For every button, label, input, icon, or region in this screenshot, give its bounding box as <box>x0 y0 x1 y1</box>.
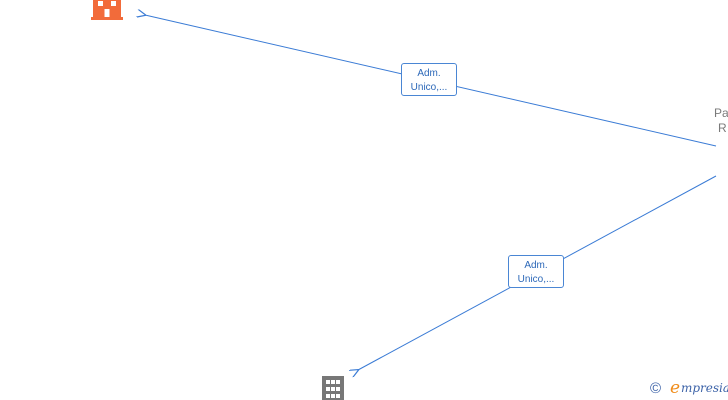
brand-watermark: © e mpresia <box>650 378 728 400</box>
building-icon <box>91 0 123 20</box>
edge-role-line1: Adm. <box>524 260 548 271</box>
brand-logo-initial: e <box>670 378 681 398</box>
brand-logo-text: mpresia <box>681 381 728 395</box>
company-node-bottom[interactable] <box>321 376 345 400</box>
person-name-line2: R <box>718 121 727 135</box>
copyright-icon: © <box>650 380 662 397</box>
company-node-top[interactable] <box>91 0 123 20</box>
edge-role-line2: Unico,... <box>517 274 555 285</box>
edge-label-bottom[interactable]: Adm. Unico,... <box>508 255 564 288</box>
person-name-line1: Pa <box>714 106 728 120</box>
person-node-label[interactable]: Pa R <box>714 106 728 136</box>
edge-role-line2: Unico,... <box>410 82 448 93</box>
edge-role-line1: Adm. <box>417 68 441 79</box>
building-icon <box>322 376 344 400</box>
edge-label-top[interactable]: Adm. Unico,... <box>401 63 457 96</box>
